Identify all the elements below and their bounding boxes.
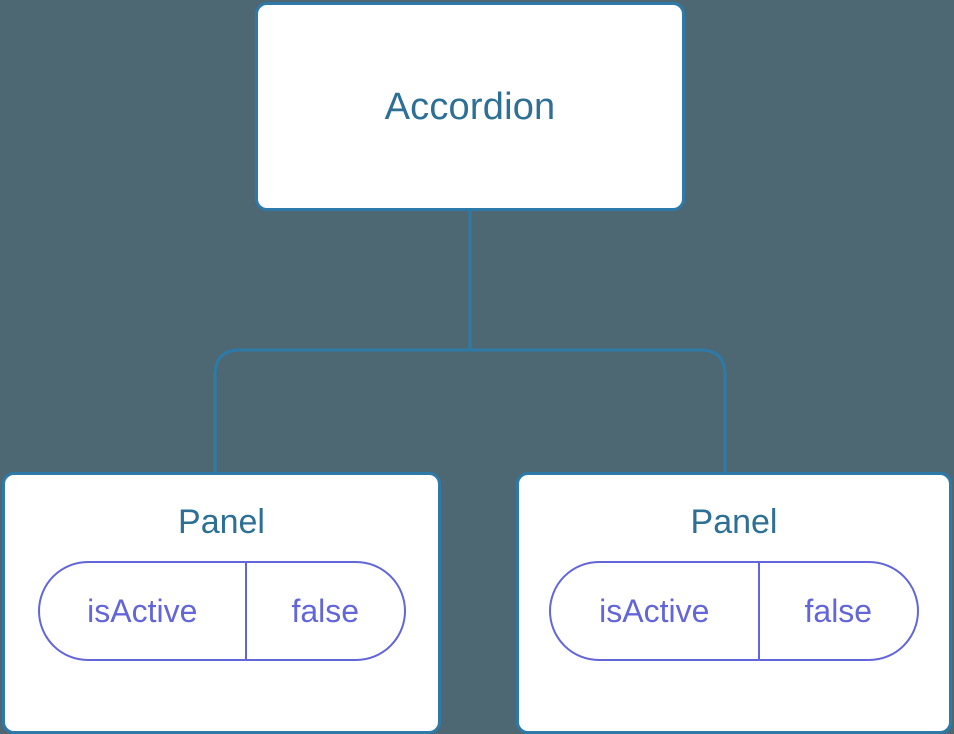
state-pill-panel-right[interactable]: isActive false [549,561,919,661]
edge-to-panel-left [213,348,470,474]
state-pill-key: isActive [40,563,247,659]
node-panel-left[interactable]: Panel isActive false [2,472,441,734]
node-panel-left-title: Panel [178,503,265,541]
state-pill-key: isActive [551,563,760,659]
node-panel-right-title: Panel [690,503,778,541]
state-pill-value: false [804,593,873,629]
node-panel-right[interactable]: Panel isActive false [516,472,952,734]
state-pill-panel-left[interactable]: isActive false [37,561,406,661]
state-pill-value: false [291,593,360,629]
node-accordion-title: Accordion [384,85,556,128]
node-accordion[interactable]: Accordion [255,2,685,211]
edge-to-panel-right [470,348,727,474]
